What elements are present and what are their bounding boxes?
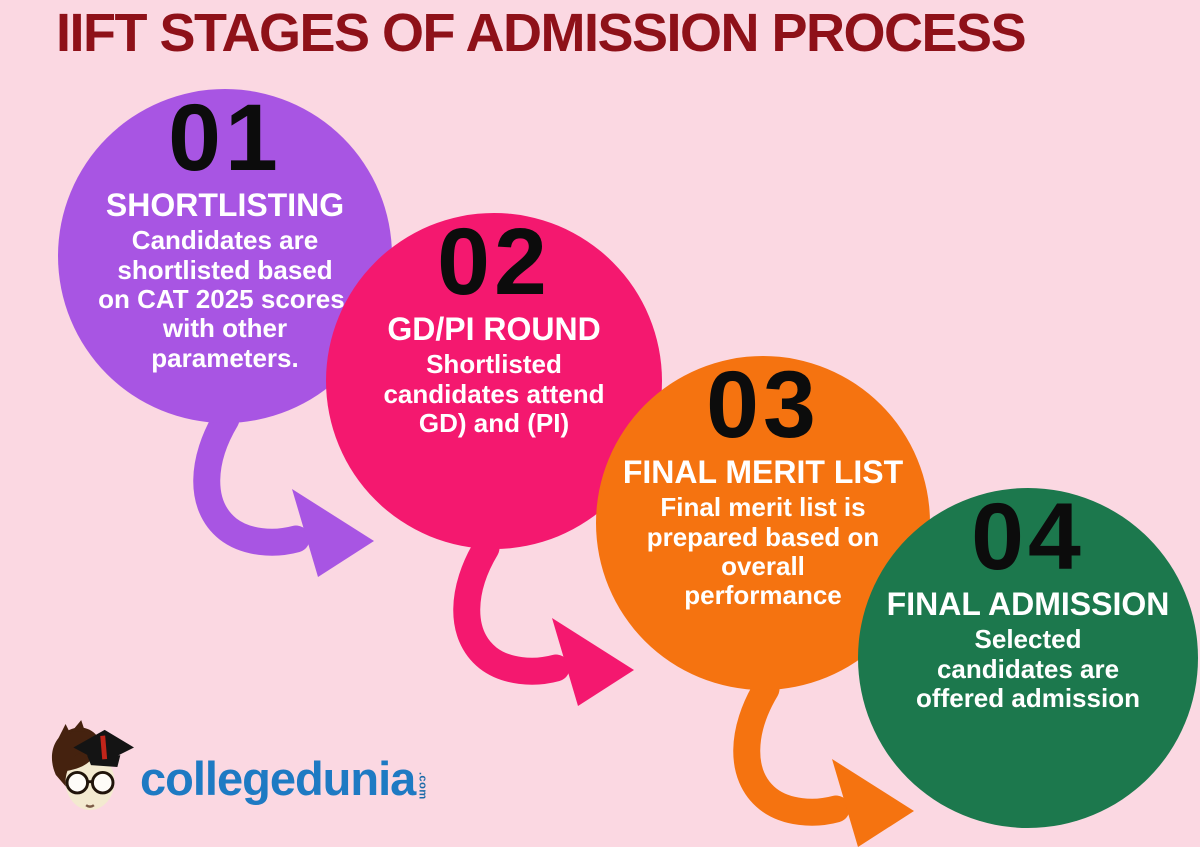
stage-heading: SHORTLISTING [105,187,345,223]
stage-circle-final-admission: 04 FINAL ADMISSION Selected candidates a… [858,488,1198,828]
logo-suffix: .com [416,772,429,800]
stage-number: 03 [706,352,820,458]
curved-arrow-icon [453,545,634,706]
logo-text: collegedunia [140,752,416,805]
stage-number: 02 [437,209,551,315]
stage-description: Candidates are shortlisted based on CAT … [98,225,352,373]
stage-heading: GD/PI ROUND [387,311,601,347]
stage-description: Selected candidates are offered admissio… [916,624,1140,713]
stage-number: 01 [168,85,282,191]
arrow-stage3-to-stage4 [732,686,917,847]
stage-heading: FINAL MERIT LIST [622,454,904,490]
graduate-mascot-icon [51,720,134,811]
curved-arrow-icon [193,416,374,577]
stage-description: Shortlisted candidates attend GD) and (P… [383,349,605,438]
stage-heading: FINAL ADMISSION [886,586,1170,622]
stage-description: Final merit list is prepared based on ov… [646,492,880,611]
collegedunia-logo: collegedunia .com [46,720,428,818]
page-title: IIFT STAGES OF ADMISSION PROCESS [56,3,1027,63]
arrow-stage1-to-stage2 [192,416,377,578]
stage-number: 04 [971,484,1085,590]
curved-arrow-icon [733,686,914,847]
arrow-stage2-to-stage3 [452,545,637,707]
